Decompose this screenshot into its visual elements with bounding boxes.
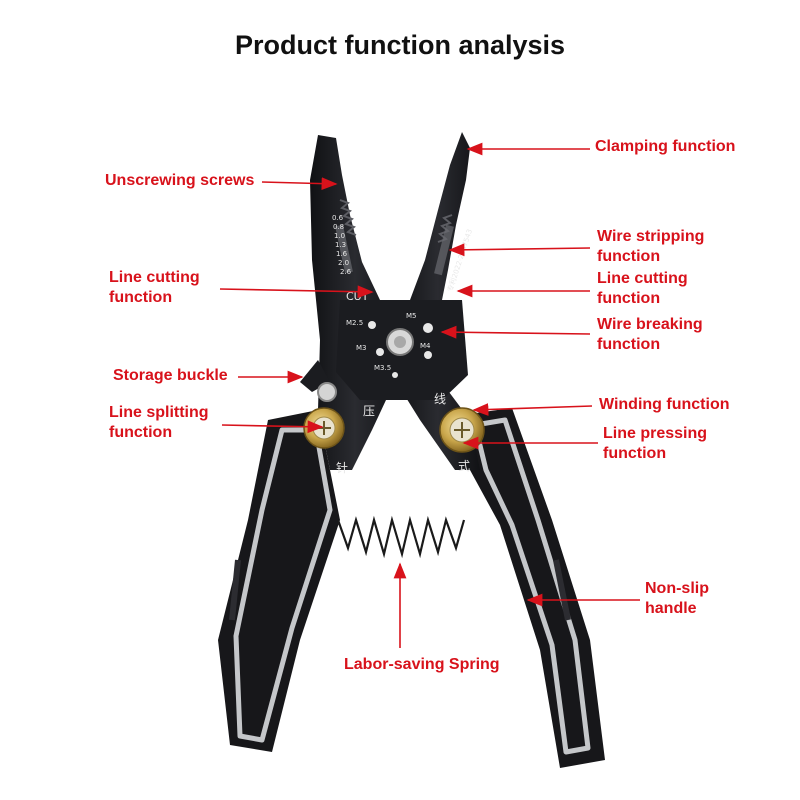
arrow-wire-stripping	[448, 243, 591, 257]
label-wire-breaking-function: Wire breaking function	[597, 316, 703, 353]
svg-text:0.6: 0.6	[332, 214, 344, 222]
label-non-slip-handle: Non-slip handle	[645, 580, 709, 617]
label-line-splitting-function: Line splitting function	[109, 404, 209, 441]
arrow-winding	[472, 403, 593, 416]
label-storage-buckle: Storage buckle	[113, 367, 228, 384]
svg-text:2.0: 2.0	[338, 259, 349, 267]
label-winding-function: Winding function	[599, 396, 730, 413]
storage-buckle-icon	[317, 382, 337, 402]
right-brass-screw-icon	[439, 407, 485, 453]
svg-text:1.3: 1.3	[335, 241, 346, 249]
label-unscrewing-screws: Unscrewing screws	[105, 172, 255, 189]
arrow-unscrewing	[261, 177, 338, 191]
gauge-markings: 0.6 0.8 1.0 1.3 1.6 2.0 2.6	[332, 214, 352, 276]
blade-character: 针	[336, 460, 348, 475]
label-line-cutting-right: Line cutting function	[597, 270, 688, 307]
svg-text:1.0: 1.0	[334, 232, 345, 240]
pointer-arrows	[219, 142, 640, 648]
arrow-line-splitting	[221, 420, 324, 434]
label-wire-stripping-function: Wire stripping function	[597, 228, 705, 265]
right-handle	[462, 408, 605, 768]
label-line-cutting-left: Line cutting function	[109, 269, 200, 306]
page-title: Product function analysis	[234, 30, 566, 60]
arrow-wire-breaking	[440, 325, 591, 339]
left-handle	[218, 410, 340, 752]
arrow-line-cutting-left	[219, 285, 374, 299]
blade-character: 压	[363, 404, 375, 418]
size-marking: M3	[356, 344, 367, 352]
blade-character: 式	[458, 459, 470, 473]
size-marking: M2.5	[346, 319, 363, 327]
svg-text:0.8: 0.8	[333, 223, 344, 231]
label-labor-saving-spring: Labor-saving Spring	[344, 656, 500, 673]
size-marking: M4	[420, 342, 431, 350]
labor-saving-spring	[336, 515, 466, 559]
svg-text:1.6: 1.6	[336, 250, 348, 258]
blade-character: 线	[434, 392, 446, 406]
label-clamping-function: Clamping function	[595, 138, 736, 155]
svg-text:2.6: 2.6	[340, 268, 352, 276]
pivot-body	[300, 300, 468, 402]
left-brass-screw-icon	[303, 407, 345, 449]
label-line-pressing-function: Line pressing function	[603, 425, 708, 462]
size-marking: M3.5	[374, 364, 391, 372]
size-marking: M5	[406, 312, 417, 320]
